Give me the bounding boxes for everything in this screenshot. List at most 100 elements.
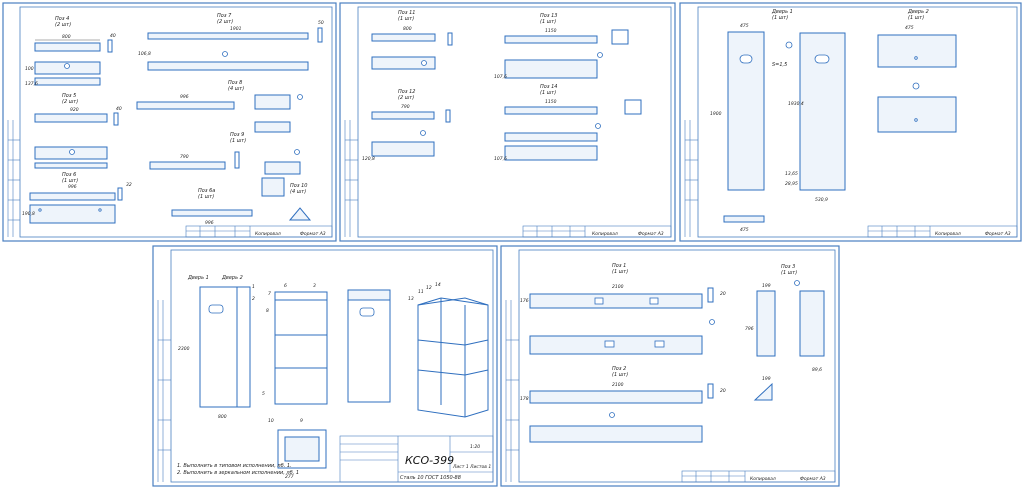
sheet-1-format: Формат А3 (300, 231, 326, 237)
pos12-front-view (371, 141, 435, 157)
pos14-label: Поз 14 (540, 84, 557, 90)
callout-7: 7 (268, 291, 271, 297)
pos10-rotate-icon (294, 149, 300, 155)
pos9-dim-length: 790 (180, 154, 189, 160)
pos4-dim-100: 100 (25, 66, 34, 72)
pos9-profile (234, 151, 240, 169)
door1-section-width: 475 (740, 227, 749, 233)
pos2-dim-178: 178 (520, 396, 529, 402)
pos10-qty: (4 шт) (290, 189, 306, 195)
door1-window (739, 54, 753, 64)
pos5-dim-length: 920 (70, 107, 79, 113)
sheet-1-side-strip (7, 120, 20, 237)
assembly-isometric-view (417, 297, 489, 418)
pos4-rotate-icon (64, 63, 70, 69)
pos11-label: Поз 11 (398, 10, 415, 16)
door1-dim-height: 1900 (710, 111, 722, 117)
pos5-qty: (2 шт) (62, 99, 78, 105)
door2-bottom-view (877, 96, 957, 133)
sheet-5-title-block: Копировал Формат А3 (681, 470, 836, 483)
door2-dim-height: 1930,4 (788, 101, 804, 107)
pos1-label: Поз 1 (612, 263, 626, 269)
pos12-label: Поз 12 (398, 89, 415, 95)
pos7-profile (317, 27, 323, 43)
sheet-1-inner-border (19, 6, 333, 238)
pos6a-gusset (288, 207, 312, 221)
pos2-dim-20: 20 (720, 388, 726, 394)
pos13-label: Поз 13 (540, 13, 557, 19)
sheet-2-side-strip (344, 120, 358, 237)
pos11-front-view (371, 56, 436, 70)
pos6-dim-1908: 190,8 (22, 211, 35, 217)
assembly-width-dim: 800 (218, 414, 227, 420)
callout-3: 3 (313, 283, 316, 289)
note-2: 2. Выполнить в зеркальном исполнении, лб… (177, 470, 299, 476)
pos7-dim-1068: 106,8 (138, 51, 151, 57)
pos3-dim-896: 89,6 (812, 367, 822, 373)
sheet-3-copied: Копировал (935, 231, 961, 237)
sheet-2-title-block: Копировал Формат А3 (522, 225, 672, 238)
sheet-5: Поз 1 (1 шт) 2100 20 176 Поз 2 (1 шт) 21… (500, 245, 840, 487)
pos6a-label: Поз 6а (198, 188, 215, 194)
sheet-5-copied: Копировал (750, 476, 776, 482)
pos14-profile (624, 99, 642, 115)
assembly-height-dim: 2300 (178, 346, 190, 352)
pos4-bottom-view (34, 77, 101, 86)
pos9-label: Поз 9 (230, 132, 244, 138)
pos8-rotate-icon (297, 94, 303, 100)
sheet-4: Дверь 1 Дверь 2 2300 800 1 2 5 7 6 3 8 1… (152, 245, 498, 487)
door2-qty: (1 шт) (908, 15, 924, 21)
pos8-end-view (254, 94, 291, 110)
sheet-3: Дверь 1 (1 шт) 475 1900 S=1,5 475 Дверь … (679, 2, 1022, 242)
pos10-side-view (261, 177, 285, 197)
pos3-side-view (799, 290, 825, 357)
pos3-front-view (756, 290, 776, 357)
pos13-profile (611, 29, 629, 45)
pos7-rotate-icon (222, 51, 228, 57)
pos3-rotate-icon (794, 280, 800, 286)
sheet-3-title-block: Копировал Формат А3 (867, 225, 1018, 238)
door1-section (723, 215, 765, 223)
pos5-top-view (34, 113, 108, 123)
pos14-qty: (1 шт) (540, 90, 556, 96)
callout-6: 6 (284, 283, 287, 289)
pos3-dim-height: 796 (745, 326, 754, 332)
pos2-top-view (529, 390, 703, 404)
sheet-1-copied: Копировал (255, 231, 281, 237)
door2-dim-width: 530,9 (815, 197, 828, 203)
pos2-profile (707, 383, 714, 399)
pos7-dim-length: 1901 (230, 26, 242, 32)
pos14-top-view (504, 106, 598, 115)
pos2-qty: (1 шт) (612, 372, 628, 378)
pos4-qty: (2 шт) (55, 22, 71, 28)
door2-dim-1365: 13,65 (785, 171, 798, 177)
pos10-label: Поз 10 (290, 183, 307, 189)
note-1: 1. Выполнить в типовом исполнении, лб. 1… (177, 463, 292, 469)
assembly-rear-top (347, 289, 391, 301)
sheet-5-side-strip (505, 300, 519, 482)
sheet-5-inner-border (518, 249, 836, 483)
pos2-rotate-icon (609, 412, 615, 418)
pos6-profile (117, 187, 123, 201)
assembly-rear-view (347, 289, 391, 403)
pos5-profile (113, 112, 119, 126)
pos5-dim-40: 40 (116, 106, 122, 112)
pos1-qty: (1 шт) (612, 269, 628, 275)
pos7-front-view (147, 61, 309, 71)
pos7-label: Поз 7 (217, 13, 232, 19)
sheet-5-format: Формат А3 (800, 476, 826, 482)
pos3-dim-width: 199 (762, 283, 771, 289)
door1-callout: Дверь 1 (187, 275, 209, 281)
pos11-profile (447, 32, 453, 46)
door2-window (814, 54, 830, 64)
plan-depth-dim: 277 (285, 474, 294, 480)
pos11-top-view (371, 33, 436, 42)
door1-panel (727, 31, 765, 191)
pos8-side-view (254, 121, 291, 133)
callout-13: 13 (408, 296, 414, 302)
door1-rotate-icon (785, 41, 793, 49)
door2-top-view (877, 34, 957, 68)
pos11-qty: (1 шт) (398, 16, 414, 22)
pos6-label: Поз 6 (62, 172, 76, 178)
assembly-front-view (199, 286, 251, 408)
